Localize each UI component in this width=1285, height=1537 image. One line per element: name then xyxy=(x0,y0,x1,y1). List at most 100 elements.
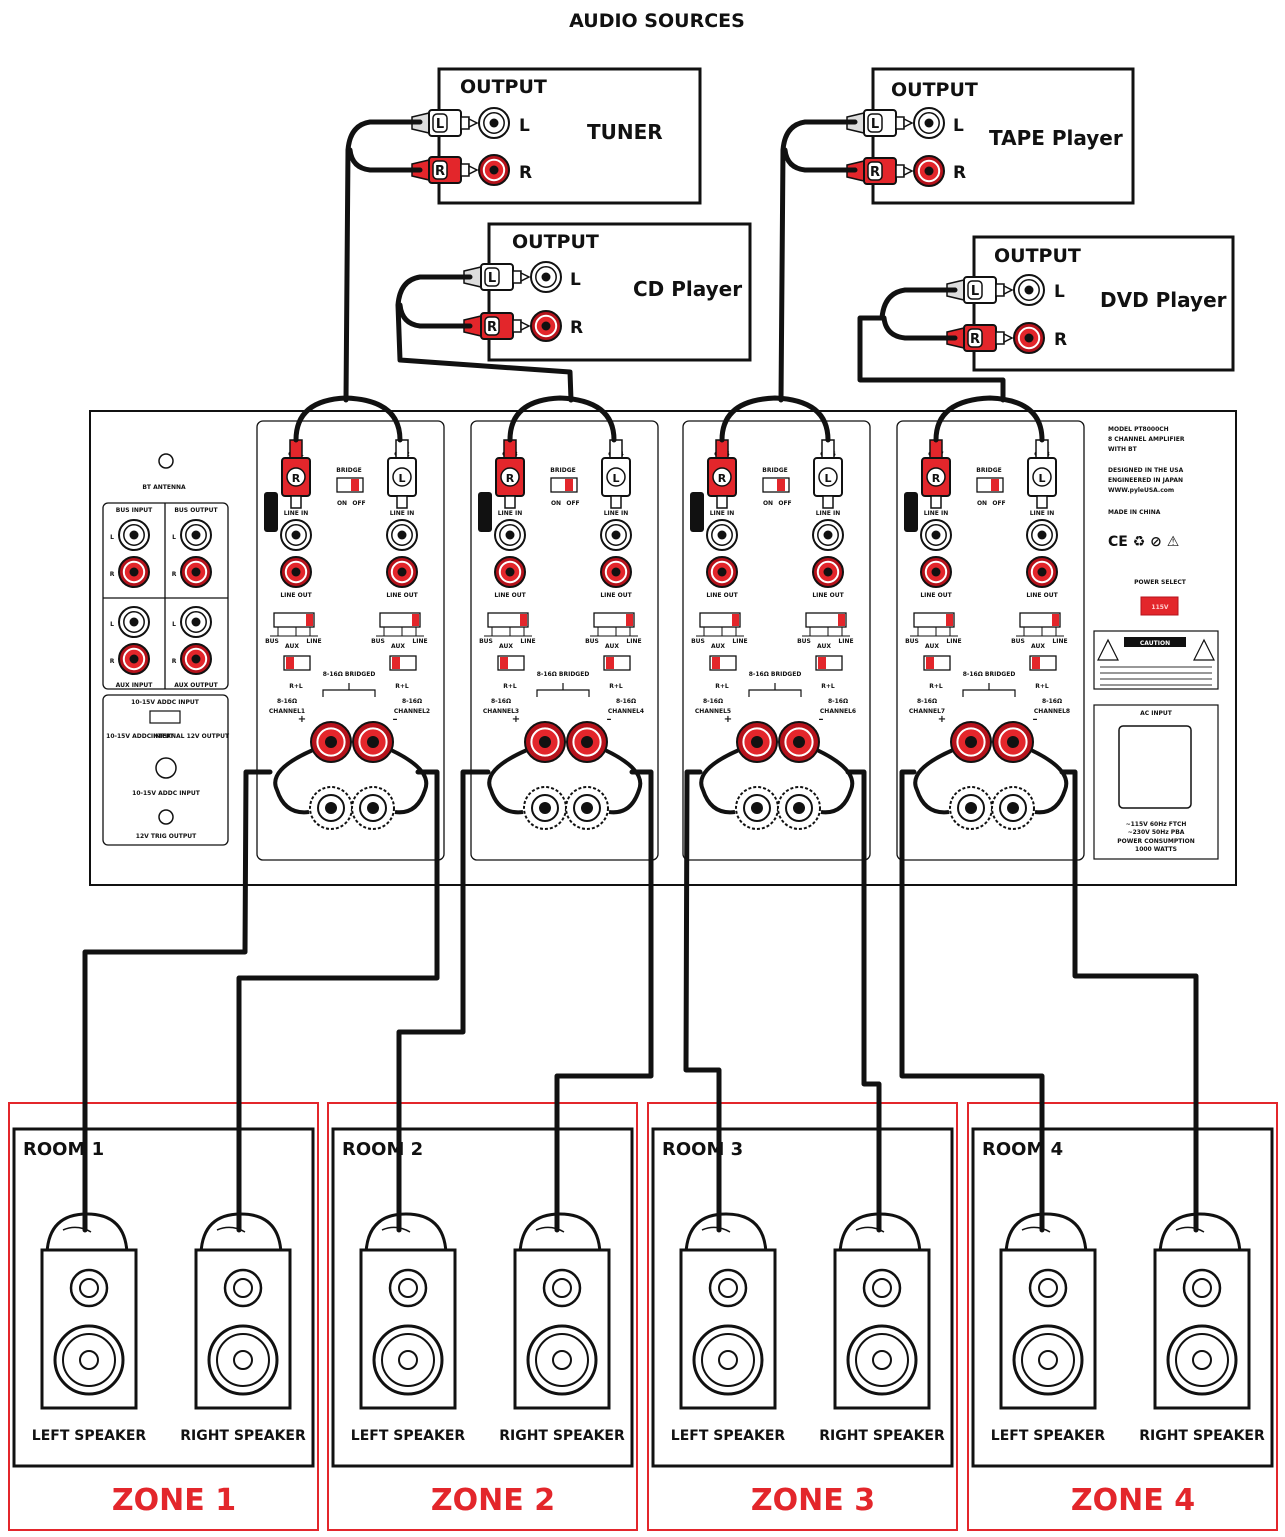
input-selector-0[interactable] xyxy=(699,612,741,628)
bridged-label: 8-16Ω BRIDGED xyxy=(963,671,1016,678)
input-selector-0[interactable] xyxy=(913,612,955,628)
io-jack-1[interactable] xyxy=(118,519,150,551)
line-out-jack-l-pin xyxy=(931,567,941,577)
io-jack-7[interactable] xyxy=(118,643,150,675)
source-4-right-jack-pin xyxy=(1024,333,1034,343)
binding-post-neg-1[interactable] xyxy=(351,786,395,830)
input-plug-3[interactable]: R xyxy=(495,439,525,509)
power-select-switch[interactable] xyxy=(1140,596,1179,616)
line-in-jack-l-pin xyxy=(931,530,941,540)
source-2-right-jack-pin xyxy=(541,321,551,331)
line-out-jack-l[interactable] xyxy=(920,556,952,588)
input-selector-1[interactable] xyxy=(805,612,847,628)
source-3-left-plug[interactable]: L xyxy=(846,109,914,137)
line-out-jack-l[interactable] xyxy=(494,556,526,588)
cable-zone3-left xyxy=(683,769,722,1233)
input-plug-7[interactable]: R xyxy=(921,439,951,509)
speaker-wire-arc-inner xyxy=(1175,1226,1205,1233)
input-selector-1[interactable] xyxy=(379,612,421,628)
bridge-switch[interactable] xyxy=(976,477,1004,493)
binding-post-neg-0[interactable] xyxy=(949,786,993,830)
input-plug-6[interactable]: L xyxy=(813,439,843,509)
trigger-output-label: 12V TRIG OUTPUT xyxy=(136,833,197,840)
source-4-right-plug[interactable]: R xyxy=(946,324,1014,352)
source-2-right-jack[interactable] xyxy=(530,310,562,342)
bt-antenna-jack[interactable] xyxy=(158,453,174,469)
line-out-jack-r[interactable] xyxy=(1026,556,1058,588)
source-1-left-plug[interactable]: L xyxy=(411,109,479,137)
source-1-left-jack[interactable] xyxy=(478,107,510,139)
binding-post-pos-1[interactable] xyxy=(992,721,1034,763)
bridge-switch[interactable] xyxy=(550,477,578,493)
gain-knob[interactable] xyxy=(690,492,704,532)
line-in-jack-r[interactable] xyxy=(386,519,418,551)
line-in-jack-l[interactable] xyxy=(706,519,738,551)
source-4-left-plug[interactable]: L xyxy=(946,276,1014,304)
gain-knob[interactable] xyxy=(264,492,278,532)
source-2-left-plug[interactable]: L xyxy=(463,263,531,291)
gain-knob[interactable] xyxy=(904,492,918,532)
source-1-right-plug[interactable]: R xyxy=(411,156,479,184)
binding-post-pos-1[interactable] xyxy=(778,721,820,763)
tweeter-center xyxy=(1192,1278,1212,1298)
bridge-switch[interactable] xyxy=(336,477,364,493)
line-in-jack-r[interactable] xyxy=(812,519,844,551)
ac-spec-2: ~230V 50Hz PBA xyxy=(1128,829,1185,836)
binding-post-pos-0[interactable] xyxy=(736,721,778,763)
line-in-jack-l[interactable] xyxy=(494,519,526,551)
ac-input-socket[interactable] xyxy=(1118,725,1192,809)
source-2-left-jack[interactable] xyxy=(530,261,562,293)
line-out-jack-r[interactable] xyxy=(600,556,632,588)
gain-knob[interactable] xyxy=(478,492,492,532)
io-jack-5[interactable] xyxy=(118,606,150,638)
input-plug-2[interactable]: L xyxy=(387,439,417,509)
source-4-left-jack[interactable] xyxy=(1013,274,1045,306)
line-out-jack-r[interactable] xyxy=(812,556,844,588)
diagram-title: AUDIO SOURCES xyxy=(569,10,745,32)
binding-post-neg-1[interactable] xyxy=(777,786,821,830)
line-in-jack-l[interactable] xyxy=(280,519,312,551)
source-1-right-jack[interactable] xyxy=(478,154,510,186)
line-in-jack-r[interactable] xyxy=(1026,519,1058,551)
binding-post-neg-1[interactable] xyxy=(991,786,1035,830)
io-jack-8[interactable] xyxy=(180,643,212,675)
io-jack-3[interactable] xyxy=(118,556,150,588)
trigger-output-jack[interactable] xyxy=(158,809,174,825)
input-plug-4[interactable]: L xyxy=(601,439,631,509)
input-selector-0[interactable] xyxy=(487,612,529,628)
dc-input-jack[interactable] xyxy=(155,757,177,779)
speaker-wire-arc xyxy=(1004,1212,1088,1254)
binding-post-pos-1[interactable] xyxy=(352,721,394,763)
line-out-jack-r[interactable] xyxy=(386,556,418,588)
binding-post-pos-0[interactable] xyxy=(310,721,352,763)
binding-post-neg-1[interactable] xyxy=(565,786,609,830)
input-selector-0[interactable] xyxy=(273,612,315,628)
source-4-right-jack[interactable] xyxy=(1013,322,1045,354)
binding-post-pos-1[interactable] xyxy=(566,721,608,763)
input-selector-1[interactable] xyxy=(1019,612,1061,628)
bridge-switch[interactable] xyxy=(762,477,790,493)
io-jack-2[interactable] xyxy=(180,519,212,551)
source-3-right-jack[interactable] xyxy=(913,155,945,187)
binding-post-neg-0[interactable] xyxy=(735,786,779,830)
binding-post-pos-0[interactable] xyxy=(524,721,566,763)
line-out-jack-l[interactable] xyxy=(280,556,312,588)
dc-input-port[interactable] xyxy=(149,710,181,724)
channel-name-5: CHANNEL5 xyxy=(695,708,731,715)
binding-post-pos-0[interactable] xyxy=(950,721,992,763)
line-in-jack-r[interactable] xyxy=(600,519,632,551)
selector-ticks-1 xyxy=(802,627,850,637)
line-out-jack-l[interactable] xyxy=(706,556,738,588)
io-jack-6[interactable] xyxy=(180,606,212,638)
line-in-jack-l[interactable] xyxy=(920,519,952,551)
line-label-1: LINE xyxy=(412,638,427,645)
binding-post-neg-0[interactable] xyxy=(523,786,567,830)
binding-post-neg-0[interactable] xyxy=(309,786,353,830)
input-selector-1[interactable] xyxy=(593,612,635,628)
input-plug-1[interactable]: R xyxy=(281,439,311,509)
io-jack-4[interactable] xyxy=(180,556,212,588)
source-3-left-jack[interactable] xyxy=(913,107,945,139)
source-2-right-plug[interactable]: R xyxy=(463,312,531,340)
